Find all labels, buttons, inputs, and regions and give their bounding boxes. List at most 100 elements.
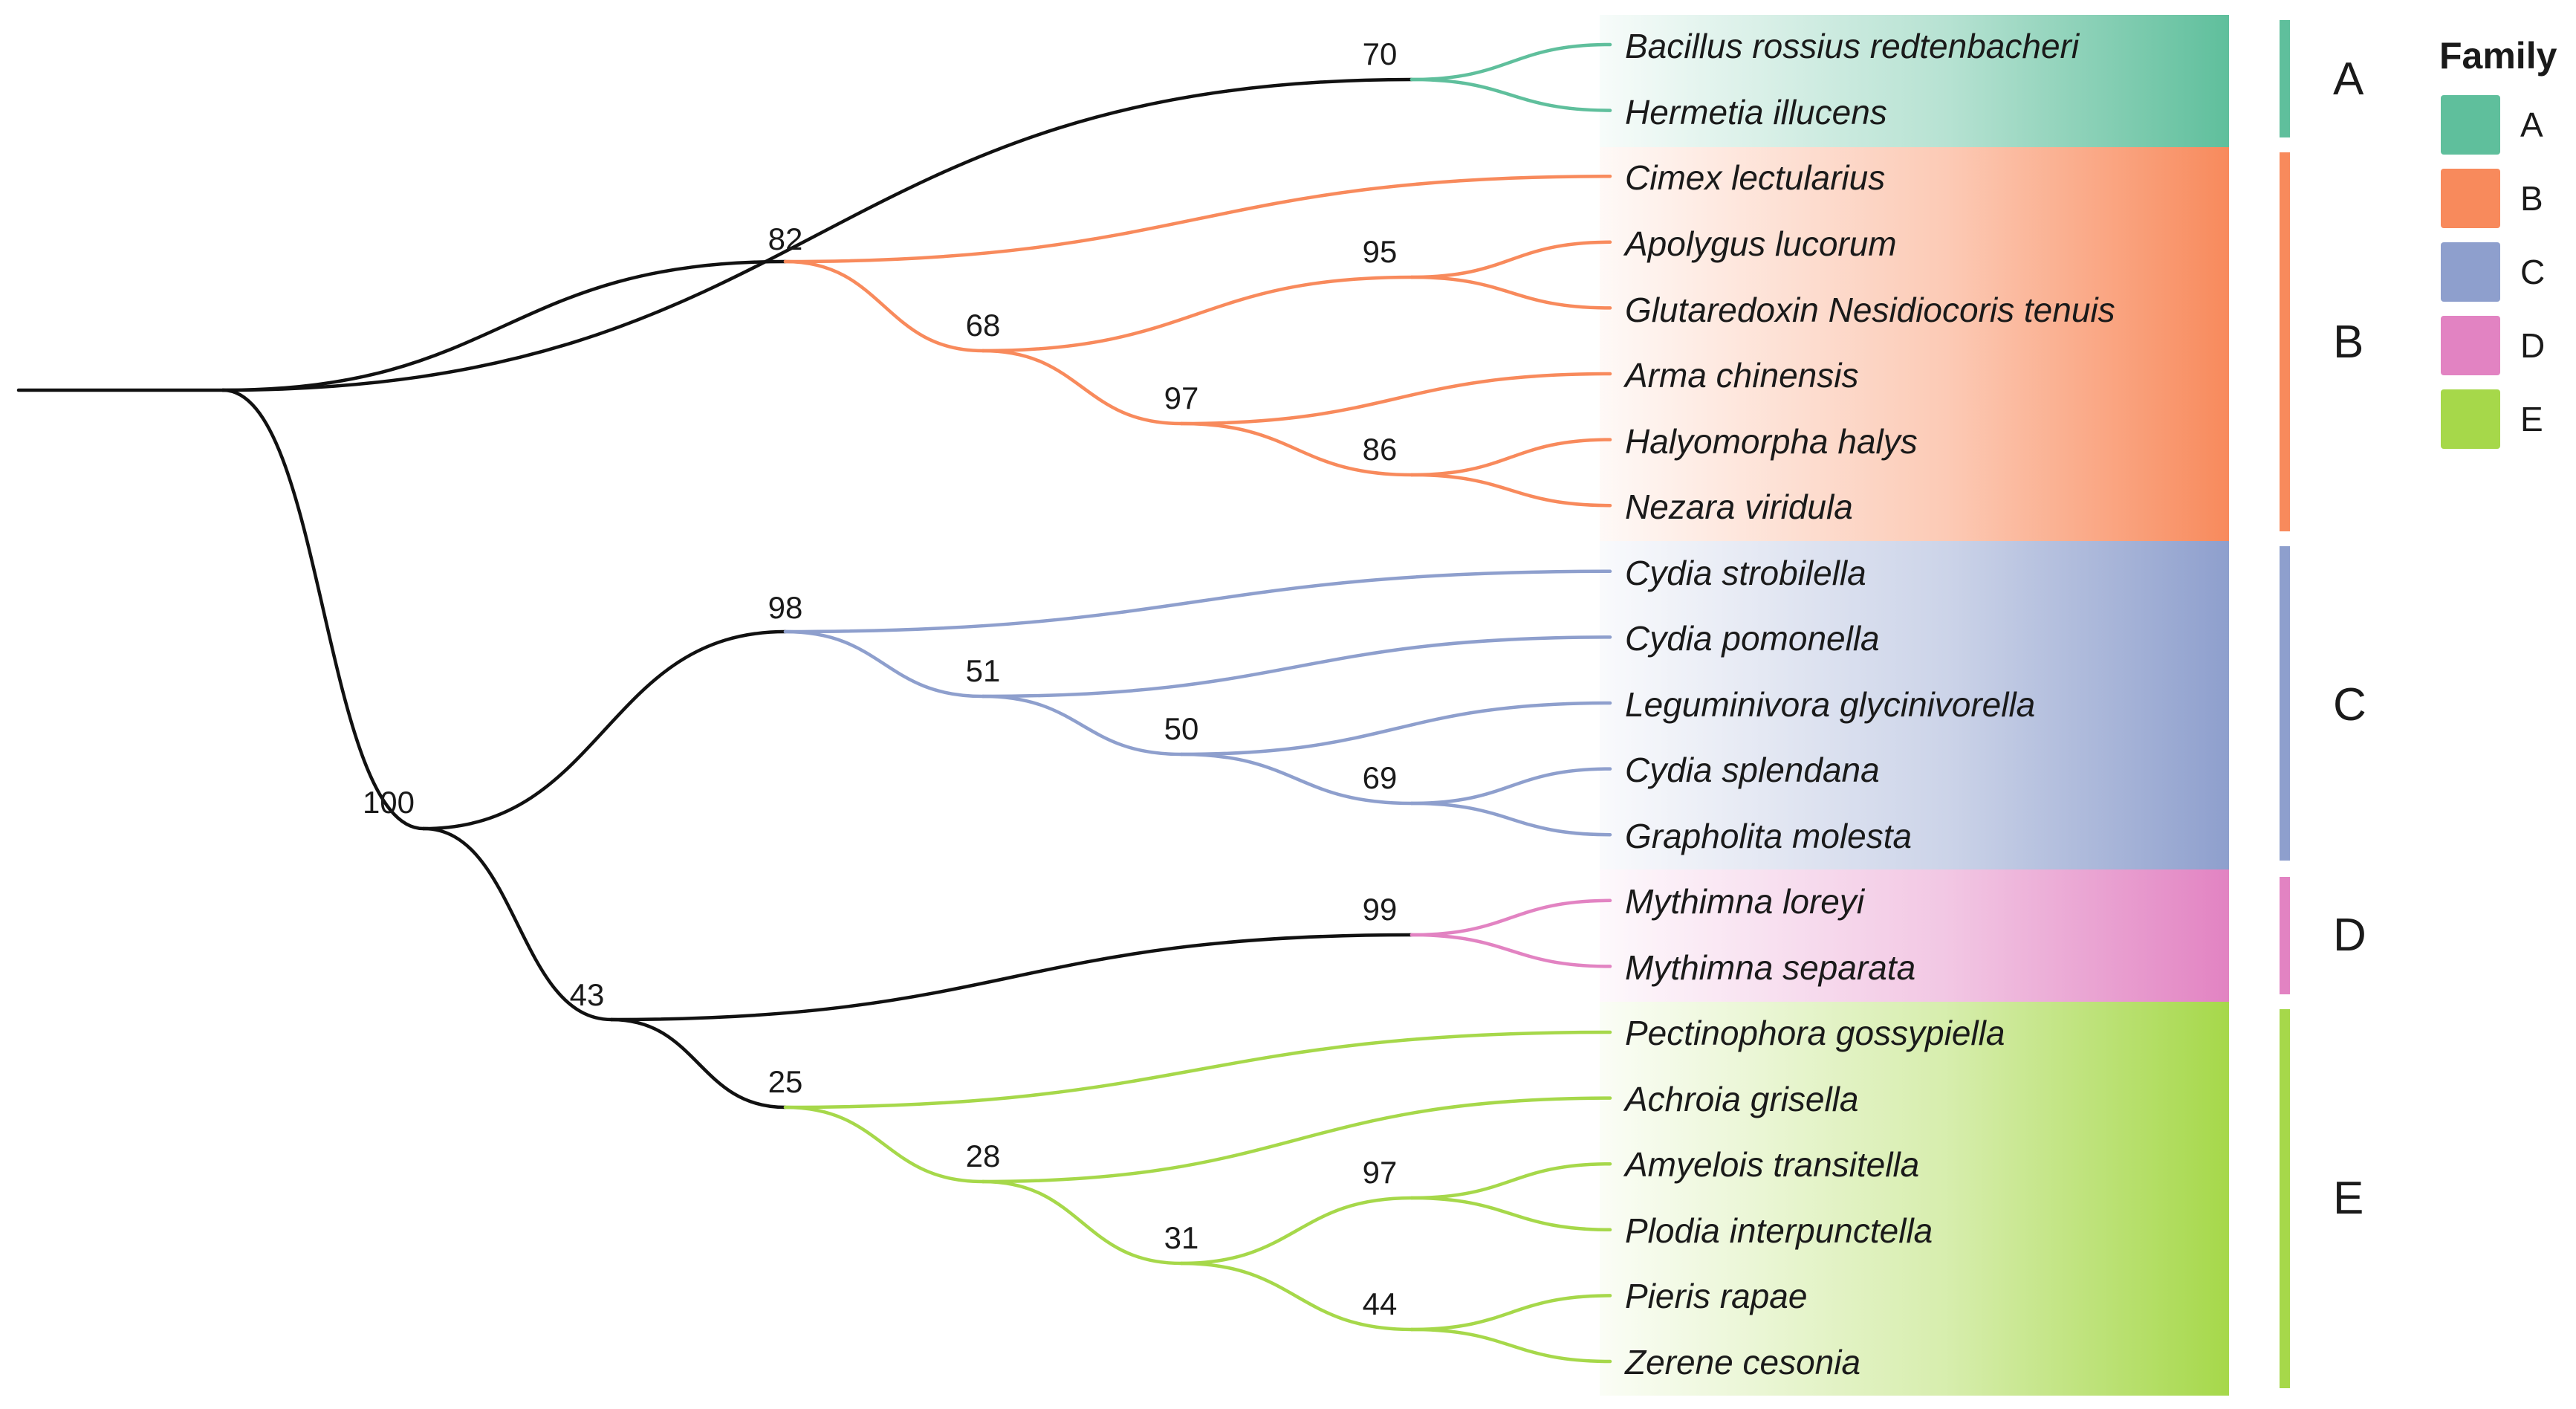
- tree-branch: [783, 1030, 1612, 1110]
- tree-branch: [1409, 1294, 1612, 1332]
- tree-branch: [421, 629, 788, 831]
- tip-label: Cimex lectularius: [1625, 158, 1885, 197]
- legend-label-c: C: [2520, 253, 2545, 291]
- tip-label: Leguminivora glycinivorella: [1625, 685, 2035, 724]
- tree-branch: [1409, 898, 1612, 937]
- clade-bars: [2280, 20, 2290, 1388]
- tip-label: Mythimna separata: [1625, 948, 1915, 987]
- tree-branch: [1409, 767, 1612, 806]
- clade-bar-d: [2280, 877, 2290, 994]
- clade-letters: A B C D E: [2333, 54, 2366, 1224]
- tip-labels: Bacillus rossius redtenbacheri Hermetia …: [1623, 27, 2115, 1382]
- tree-branch: [981, 1179, 1184, 1266]
- tree-branch: [1179, 1261, 1414, 1332]
- support-value: 31: [1164, 1220, 1199, 1255]
- support-value: 25: [768, 1064, 803, 1099]
- tree-branch: [1179, 1196, 1414, 1266]
- legend-swatch-a: [2441, 95, 2500, 155]
- tree-branch: [1409, 42, 1612, 82]
- legend-title: Family: [2439, 35, 2557, 77]
- tree-branch: [783, 629, 985, 699]
- tree-branch: [783, 569, 1612, 634]
- tree-branch: [1179, 421, 1414, 477]
- tree-branch: [981, 635, 1612, 699]
- legend-label-d: D: [2520, 326, 2545, 365]
- tree-branch: [1179, 752, 1414, 806]
- tree-branch: [1409, 1162, 1612, 1200]
- tree-branch: [981, 694, 1184, 757]
- clade-bands: [1600, 15, 2229, 1396]
- support-value: 95: [1363, 234, 1398, 269]
- tip-label: Plodia interpunctella: [1625, 1211, 1933, 1250]
- clade-letter-c: C: [2333, 679, 2366, 731]
- clade-band-e: [1600, 1002, 2229, 1396]
- legend-swatch-e: [2441, 389, 2500, 449]
- tree-branch: [783, 1105, 985, 1184]
- tip-label: Nezara viridula: [1625, 488, 1853, 526]
- support-value: 50: [1164, 711, 1199, 746]
- tip-label: Hermetia illucens: [1625, 93, 1887, 132]
- tree-branch: [421, 826, 614, 1022]
- clade-letter-a: A: [2333, 54, 2364, 105]
- tree-branch: [783, 259, 985, 353]
- legend-label-b: B: [2520, 179, 2543, 218]
- support-value: 43: [570, 977, 605, 1012]
- tree-branch: [1409, 933, 1612, 968]
- tree-branch: [1409, 77, 1612, 112]
- tip-label: Arma chinensis: [1623, 356, 1858, 395]
- tree-branch: [221, 388, 426, 831]
- clade-letter-e: E: [2333, 1173, 2364, 1224]
- tree-branch: [981, 275, 1414, 353]
- clade-bar-a: [2280, 20, 2290, 137]
- support-value: 44: [1363, 1286, 1398, 1321]
- support-value: 82: [768, 221, 803, 256]
- support-value: 97: [1363, 1155, 1398, 1190]
- tree-branch: [609, 1017, 788, 1110]
- clade-bar-b: [2280, 152, 2290, 531]
- tip-label: Cydia strobilella: [1625, 554, 1866, 592]
- support-value: 86: [1363, 432, 1398, 467]
- tip-label: Grapholita molesta: [1625, 817, 1912, 855]
- legend: Family A B C D E: [2439, 35, 2557, 449]
- tree-branch: [1179, 372, 1612, 426]
- tree-branch: [981, 349, 1184, 426]
- clade-bar-e: [2280, 1009, 2290, 1388]
- tree-branch: [1409, 240, 1612, 279]
- tip-label: Achroia grisella: [1623, 1080, 1858, 1118]
- tree-branch: [1409, 275, 1612, 310]
- clade-letter-d: D: [2333, 910, 2366, 961]
- tree-branch: [783, 174, 1612, 264]
- clade-letter-b: B: [2333, 317, 2364, 368]
- support-value: 100: [363, 785, 415, 820]
- legend-label-a: A: [2520, 106, 2543, 144]
- tree-branch: [981, 1096, 1612, 1184]
- tree-branches: [16, 42, 1612, 1364]
- legend-swatch-b: [2441, 169, 2500, 228]
- tip-label: Pectinophora gossypiella: [1625, 1014, 2005, 1052]
- clade-band-b: [1600, 147, 2229, 541]
- support-value: 51: [966, 653, 1001, 688]
- tip-label: Apolygus lucorum: [1623, 224, 1897, 263]
- support-value: 99: [1363, 892, 1398, 927]
- support-value: 97: [1164, 380, 1199, 415]
- clade-band-d: [1600, 869, 2229, 1002]
- support-value: 70: [1363, 36, 1398, 71]
- tip-label: Zerene cesonia: [1624, 1343, 1860, 1382]
- tree-branch: [1179, 701, 1612, 757]
- tip-label: Mythimna loreyi: [1625, 882, 1866, 921]
- legend-label-e: E: [2520, 400, 2543, 438]
- tree-branch: [1409, 1327, 1612, 1364]
- tip-label: Bacillus rossius redtenbacheri: [1625, 27, 2080, 65]
- tree-branch: [1409, 1196, 1612, 1232]
- support-value: 69: [1363, 760, 1398, 795]
- legend-swatch-c: [2441, 242, 2500, 302]
- clade-band-a: [1600, 15, 2229, 147]
- tree-branch: [1409, 473, 1612, 508]
- tip-label: Glutaredoxin Nesidiocoris tenuis: [1625, 291, 2115, 329]
- tree-branch: [221, 259, 788, 392]
- tip-label: Cydia splendana: [1625, 751, 1880, 789]
- clade-bar-c: [2280, 546, 2290, 861]
- support-value: 98: [768, 590, 803, 625]
- tree-branch: [1409, 438, 1612, 477]
